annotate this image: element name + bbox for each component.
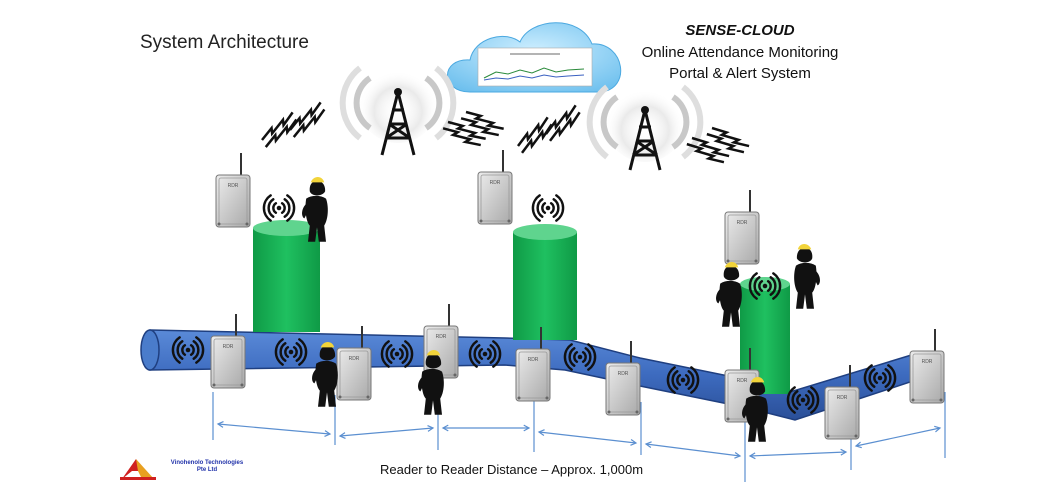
lightning-group (261, 101, 750, 164)
lightning-icon (706, 126, 750, 154)
wireless-signal-icon (563, 343, 597, 371)
cloud-service-name: SENSE-CLOUD (685, 22, 795, 39)
shaft-2 (513, 224, 577, 340)
cloud-icon (447, 22, 622, 93)
wireless-signal-icon (380, 340, 414, 368)
distance-markers (212, 392, 946, 482)
distance-arrow (338, 425, 435, 439)
worker-icon (742, 377, 768, 442)
cell-tower-icon (586, 82, 704, 171)
distance-arrow (537, 429, 638, 446)
rfid-reader-icon: RDR (477, 150, 513, 225)
worker-icon (418, 350, 444, 415)
reader-distance-label: Reader to Reader Distance – Approx. 1,00… (380, 462, 644, 477)
wireless-signal-icon (863, 364, 897, 392)
reader-label: RDR (528, 357, 539, 363)
lightning-icon (516, 116, 553, 154)
lightning-icon (460, 110, 504, 137)
wireless-signal-icon (274, 338, 308, 366)
wireless-signal-icon (748, 272, 782, 300)
worker-icon (312, 342, 338, 407)
reader-label: RDR (737, 378, 748, 384)
reader-label: RDR (922, 359, 933, 365)
cell-tower-icon (339, 63, 457, 156)
cloud-description-line2: Portal & Alert System (669, 65, 811, 82)
reader-label: RDR (349, 356, 360, 362)
workers (302, 177, 820, 442)
shaft-1 (253, 220, 320, 332)
reader-label: RDR (737, 220, 748, 226)
wireless-signal-icon (171, 336, 205, 364)
worker-icon (794, 244, 820, 309)
logo-icon (120, 459, 156, 480)
distance-arrow (216, 421, 332, 437)
wireless-signal-icon (786, 386, 820, 414)
distance-arrow (748, 448, 848, 460)
rfid-reader-icon: RDR (336, 326, 372, 401)
worker-icon (716, 262, 742, 327)
reader-label: RDR (436, 334, 447, 340)
reader-label: RDR (228, 183, 239, 189)
lightning-icon (261, 111, 298, 148)
diagram-title: System Architecture (140, 32, 309, 53)
distance-arrow (644, 441, 742, 459)
wireless-signals (171, 194, 897, 414)
reader-label: RDR (490, 180, 501, 186)
reader-label: RDR (837, 395, 848, 401)
lightning-icon (442, 120, 486, 147)
rfid-reader-icon: RDR (724, 190, 760, 265)
wireless-signal-icon (468, 340, 502, 368)
wireless-signal-icon (666, 366, 700, 394)
lightning-icon (544, 104, 581, 142)
rfid-reader-icon: RDR (215, 153, 251, 228)
lightning-icon (289, 101, 326, 138)
reader-label: RDR (223, 344, 234, 350)
lightning-icon (686, 136, 730, 164)
rfid-reader-icon: RDR (909, 329, 945, 404)
company-logo: Vinohenolo Technologies Pte Ltd (118, 457, 250, 481)
rfid-reader-icon: RDR (605, 341, 641, 416)
rfid-reader-icon: RDR (824, 365, 860, 440)
rfid-reader-icon: RDR (210, 314, 246, 389)
logo-text: Vinohenolo Technologies Pte Ltd (170, 460, 244, 473)
worker-icon (302, 177, 328, 242)
wireless-signal-icon (262, 194, 296, 222)
rfid-reader-icon: RDR (515, 327, 551, 402)
cloud-description-line1: Online Attendance Monitoring (641, 44, 839, 61)
reader-label: RDR (618, 371, 629, 377)
distance-arrow (854, 425, 942, 449)
distance-arrow (441, 424, 531, 432)
wireless-signal-icon (531, 194, 565, 222)
